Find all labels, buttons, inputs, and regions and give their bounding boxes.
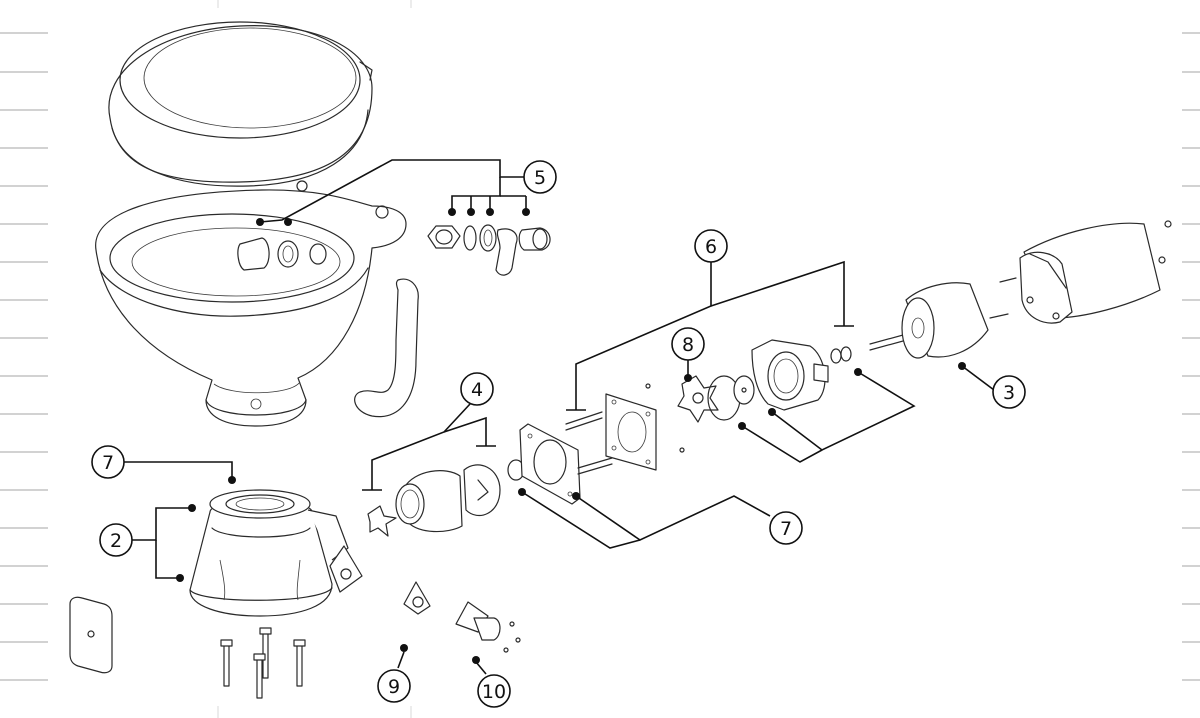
motor-cover: [989, 220, 1172, 324]
left-margin-rules: [0, 32, 48, 681]
callout-7-left-label: 7: [102, 452, 114, 474]
callout-7-left: 7: [91, 445, 125, 479]
callout-2: 2: [99, 523, 133, 557]
callout-6: 6: [694, 229, 728, 263]
cover-plate: [69, 596, 113, 674]
callout-3-label: 3: [1003, 382, 1015, 404]
impeller: [677, 375, 755, 423]
callout-10-label: 10: [482, 681, 506, 703]
discharge-hose: [354, 278, 419, 418]
motor: [869, 282, 989, 359]
callout-2-label: 2: [110, 530, 122, 552]
callout-8: 8: [671, 327, 705, 361]
callout-8-label: 8: [682, 334, 694, 356]
callout-6-label: 6: [705, 236, 717, 258]
toilet-bowl: [95, 180, 407, 427]
small-parts: [403, 581, 521, 653]
callout-5: 5: [523, 160, 557, 194]
leader-dots: [176, 208, 966, 664]
right-margin-rules: [1182, 32, 1200, 681]
callout-3: 3: [992, 375, 1026, 409]
pump-pedestal: [189, 489, 363, 617]
callout-7-right-label: 7: [780, 518, 792, 540]
pump-housing-group: [507, 383, 685, 505]
callout-10: 10: [477, 674, 511, 708]
fittings-group: [427, 224, 551, 276]
mounting-bolts: [220, 627, 306, 699]
pump-body: [751, 339, 852, 411]
vertical-guides: [217, 0, 412, 718]
callout-4: 4: [460, 372, 494, 406]
callout-9-label: 9: [388, 676, 400, 698]
macerator-group: [367, 464, 501, 537]
toilet-lid: [108, 21, 373, 187]
callout-5-label: 5: [534, 167, 546, 189]
leader-lines: [124, 159, 995, 675]
callout-4-label: 4: [471, 379, 483, 401]
callout-9: 9: [377, 669, 411, 703]
callout-7-right: 7: [769, 511, 803, 545]
